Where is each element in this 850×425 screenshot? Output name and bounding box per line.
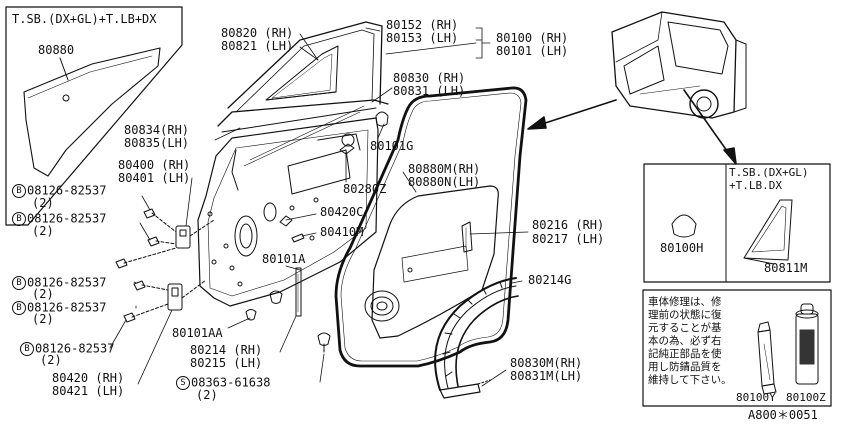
vehicle-thumbnail xyxy=(611,11,747,119)
label-80101A: 80101A xyxy=(262,252,306,266)
label-80821: 80821 (LH) xyxy=(221,39,294,53)
bolt-1-qty: (2) xyxy=(32,196,54,210)
b-circle-icon: B xyxy=(20,342,34,356)
label-80835: 80835(LH) xyxy=(124,136,190,150)
label-80214: 80214 (RH) xyxy=(190,343,263,357)
bolt-1-part: 08126-82537 xyxy=(27,183,107,198)
bolt-5-qty: (2) xyxy=(40,353,62,367)
label-80831M: 80831M(LH) xyxy=(510,369,583,383)
b-circle-icon: B xyxy=(12,184,26,198)
small-parts xyxy=(245,111,389,353)
label-80152: 80152 (RH) xyxy=(386,18,459,32)
label-80830M: 80830M(RH) xyxy=(510,356,583,370)
door-weatherstrip xyxy=(334,86,528,368)
inset-boxes xyxy=(642,163,832,407)
label-80100Z: 80100Z xyxy=(786,391,826,404)
label-80153: 80153 (LH) xyxy=(386,31,459,45)
label-80101G: 80101G xyxy=(370,139,414,153)
label-80280Z: 80280Z xyxy=(343,182,387,196)
repair-notice-text: 車体修理は、修 理前の状態に復 元することが基 本の為、必ず右 記純正部品を使 … xyxy=(648,296,732,386)
bolt-5-part: 08126-82537 xyxy=(35,341,115,356)
label-80100H: 80100H xyxy=(660,241,704,255)
label-80831: 80831 (LH) xyxy=(393,84,466,98)
figure-code: A800＊0051 xyxy=(748,408,818,422)
label-80880M: 80880M(RH) xyxy=(408,162,481,176)
inner-door-panel xyxy=(197,117,379,307)
bolt-4-qty: (2) xyxy=(32,312,54,326)
pointer-arrows xyxy=(527,89,737,165)
label-80834: 80834(RH) xyxy=(124,123,190,137)
bolt-4-part: 08126-82537 xyxy=(27,300,107,315)
inset-title-right-2: +T.LB.DX xyxy=(729,179,782,192)
inset-title-right-1: T.SB.(DX+GL) xyxy=(729,166,809,179)
label-80100Y: 80100Y xyxy=(736,391,776,404)
label-80215: 80215 (LH) xyxy=(190,356,263,370)
label-80420C: 80420C xyxy=(320,205,364,219)
door-trim-board xyxy=(364,185,499,339)
bolt-2-qty: (2) xyxy=(32,224,54,238)
b-circle-icon: B xyxy=(12,301,26,315)
label-80216: 80216 (RH) xyxy=(532,218,605,232)
label-80217: 80217 (LH) xyxy=(532,232,605,246)
label-80830: 80830 (RH) xyxy=(393,71,466,85)
bolt-3-part: 08126-82537 xyxy=(27,275,107,290)
b-circle-icon: B xyxy=(12,212,26,226)
label-80401: 80401 (LH) xyxy=(118,171,191,185)
wheel-arch-guard xyxy=(434,277,519,399)
screw-qty: (2) xyxy=(196,388,218,402)
label-80880: 80880 xyxy=(38,43,75,57)
bolt-2-part: 08126-82537 xyxy=(27,211,107,226)
hinges-and-bolts xyxy=(115,208,215,323)
inset-trim-panel xyxy=(5,6,183,226)
label-80421: 80421 (LH) xyxy=(52,384,125,398)
label-80400: 80400 (RH) xyxy=(118,158,191,172)
s-circle-icon: S xyxy=(176,376,190,390)
bolt-3-qty: (2) xyxy=(32,287,54,301)
label-80880N: 80880N(LH) xyxy=(408,175,481,189)
label-80820: 80820 (RH) xyxy=(221,26,294,40)
label-80214G: 80214G xyxy=(528,273,572,287)
label-80101AA: 80101AA xyxy=(172,326,223,340)
b-circle-icon: B xyxy=(12,276,26,290)
label-80100: 80100 (RH) xyxy=(496,31,569,45)
inset-title-top-left: T.SB.(DX+GL)+T.LB+DX xyxy=(12,12,157,26)
label-80420: 80420 (RH) xyxy=(52,371,125,385)
label-80811M: 80811M xyxy=(764,261,808,275)
label-80410M: 80410M xyxy=(320,225,364,239)
leader-lines xyxy=(109,27,529,387)
screw-part: 08363-61638 xyxy=(191,375,271,390)
label-80101: 80101 (LH) xyxy=(496,44,569,58)
